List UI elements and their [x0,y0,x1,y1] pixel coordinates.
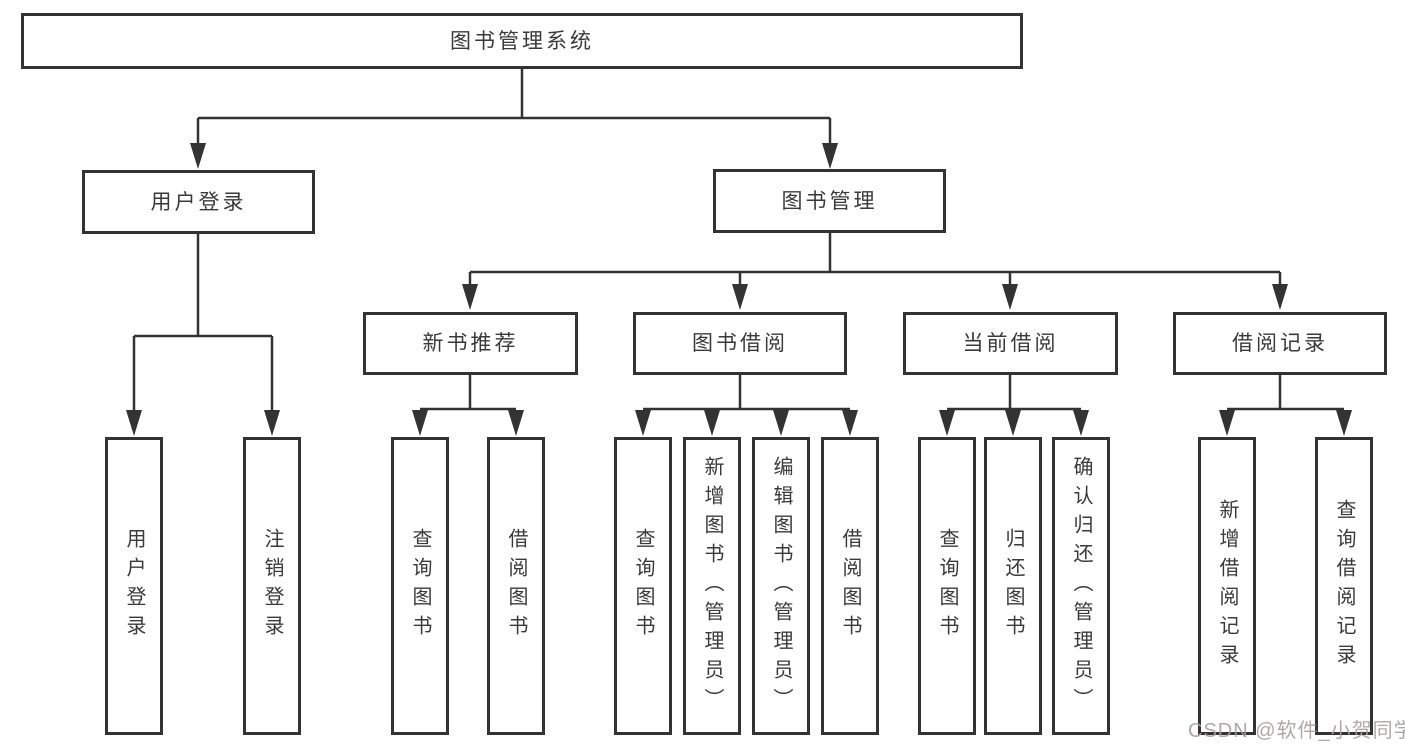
leaf-borrow-books-recommend: 借阅图书 [487,437,545,735]
leaf-query-books-current: 查询图书 [918,437,976,735]
leaf-edit-books-admin-label: 编辑图书（管理员） [770,455,792,717]
leaf-user-login: 用户登录 [105,437,163,735]
node-current-borrow: 当前借阅 [903,312,1118,375]
leaf-query-books-recommend: 查询图书 [391,437,449,735]
leaf-add-borrow-record: 新增借阅记录 [1198,437,1256,735]
node-root-label: 图书管理系统 [450,29,594,53]
leaf-logout: 注销登录 [243,437,301,735]
leaf-add-borrow-record-label: 新增借阅记录 [1216,499,1238,673]
leaf-borrow-books-borrow-label: 借阅图书 [839,528,861,644]
leaf-borrow-books-borrow: 借阅图书 [821,437,879,735]
leaf-query-borrow-record-label: 查询借阅记录 [1333,499,1355,673]
node-user-login-label: 用户登录 [150,190,247,214]
node-book-management-label: 图书管理 [781,189,878,213]
watermark: CSDN @软件_小贺同学 [1188,720,1405,742]
node-root: 图书管理系统 [21,13,1023,69]
node-book-borrow: 图书借阅 [633,312,847,375]
leaf-user-login-label: 用户登录 [123,528,145,644]
leaf-add-books-admin-label: 新增图书（管理员） [701,455,723,717]
leaf-query-books-recommend-label: 查询图书 [409,528,431,644]
leaf-confirm-return-admin-label: 确认归还（管理员） [1070,455,1092,717]
leaf-confirm-return-admin: 确认归还（管理员） [1052,437,1110,735]
node-user-login: 用户登录 [82,170,315,234]
node-new-book-recommend-label: 新书推荐 [422,332,519,355]
leaf-borrow-books-recommend-label: 借阅图书 [505,528,527,644]
node-borrow-records: 借阅记录 [1173,312,1387,375]
node-current-borrow-label: 当前借阅 [962,332,1059,355]
node-new-book-recommend: 新书推荐 [363,312,578,375]
leaf-return-books-label: 归还图书 [1002,528,1024,644]
leaf-query-books-borrow: 查询图书 [614,437,672,735]
leaf-return-books: 归还图书 [984,437,1042,735]
leaf-edit-books-admin: 编辑图书（管理员） [752,437,810,735]
leaf-query-books-current-label: 查询图书 [936,528,958,644]
leaf-add-books-admin: 新增图书（管理员） [683,437,741,735]
leaf-query-books-borrow-label: 查询图书 [632,528,654,644]
node-book-borrow-label: 图书借阅 [692,332,788,355]
leaf-query-borrow-record: 查询借阅记录 [1315,437,1373,735]
node-book-management: 图书管理 [713,169,946,233]
leaf-logout-label: 注销登录 [261,528,283,644]
node-borrow-records-label: 借阅记录 [1232,332,1328,355]
